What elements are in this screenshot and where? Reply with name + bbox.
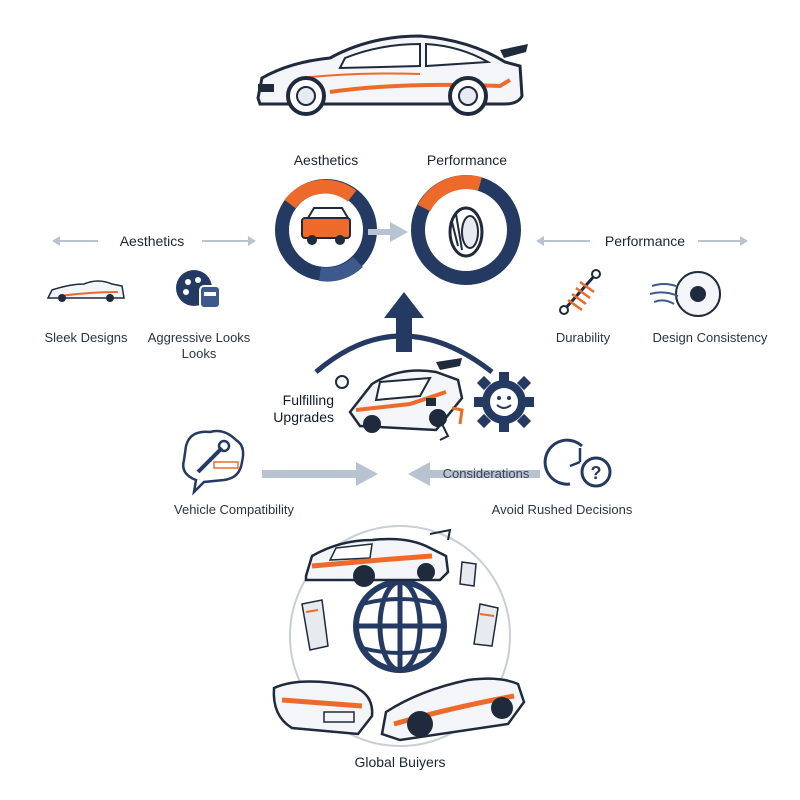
performance-branch-arrows xyxy=(536,236,748,246)
global-buyers-label: Global Buiyers xyxy=(354,754,446,770)
design-consistency-label: Design Consistency xyxy=(652,330,768,345)
sleek-car-icon xyxy=(46,280,125,302)
avoid-rushed-decisions-label: Avoid Rushed Decisions xyxy=(491,502,633,517)
body-kit-icon xyxy=(301,561,499,651)
shock-absorber-icon xyxy=(559,269,601,315)
suv-icon xyxy=(301,207,351,245)
fulfilling-label: Fulfilling xyxy=(282,392,334,408)
looks-label: Looks xyxy=(181,346,217,361)
svg-text:?: ? xyxy=(591,463,602,483)
palette-icon xyxy=(176,270,221,309)
clock-question-icon: ? xyxy=(543,438,612,488)
considerations-arrow xyxy=(408,462,540,486)
top-performance-title: Performance xyxy=(426,152,508,168)
upgrades-label: Upgrades xyxy=(273,409,334,425)
top-aesthetics-title: Aesthetics xyxy=(293,152,359,168)
top-sports-car-icon xyxy=(256,34,528,116)
gear-smile-icon xyxy=(474,372,534,432)
tuned-car-icon xyxy=(335,358,464,441)
tire-icon xyxy=(448,206,484,258)
vehicle-compatibility-label: Vehicle Compatibility xyxy=(174,502,294,517)
aesthetics-branch-title: Aesthetics xyxy=(119,233,185,249)
considerations-label: Considerations xyxy=(442,466,530,481)
aesthetics-branch-arrows xyxy=(52,236,256,246)
performance-cycle-ring xyxy=(411,175,521,285)
durability-label: Durability xyxy=(555,330,611,345)
wrench-speech-icon xyxy=(182,429,245,496)
global-ring xyxy=(289,525,511,747)
up-arrow xyxy=(384,292,424,352)
performance-branch-title: Performance xyxy=(604,233,686,249)
sleek-designs-label: Sleek Designs xyxy=(44,330,128,345)
front-bumper-icon xyxy=(272,680,374,736)
brake-disc-icon xyxy=(649,271,721,317)
globe-icon xyxy=(353,579,447,673)
bottom-top-car-icon xyxy=(304,528,452,587)
aggressive-looks-label: Aggressive Looks xyxy=(147,330,251,345)
bottom-right-car-icon xyxy=(380,677,526,742)
compatibility-arrow xyxy=(262,462,378,486)
